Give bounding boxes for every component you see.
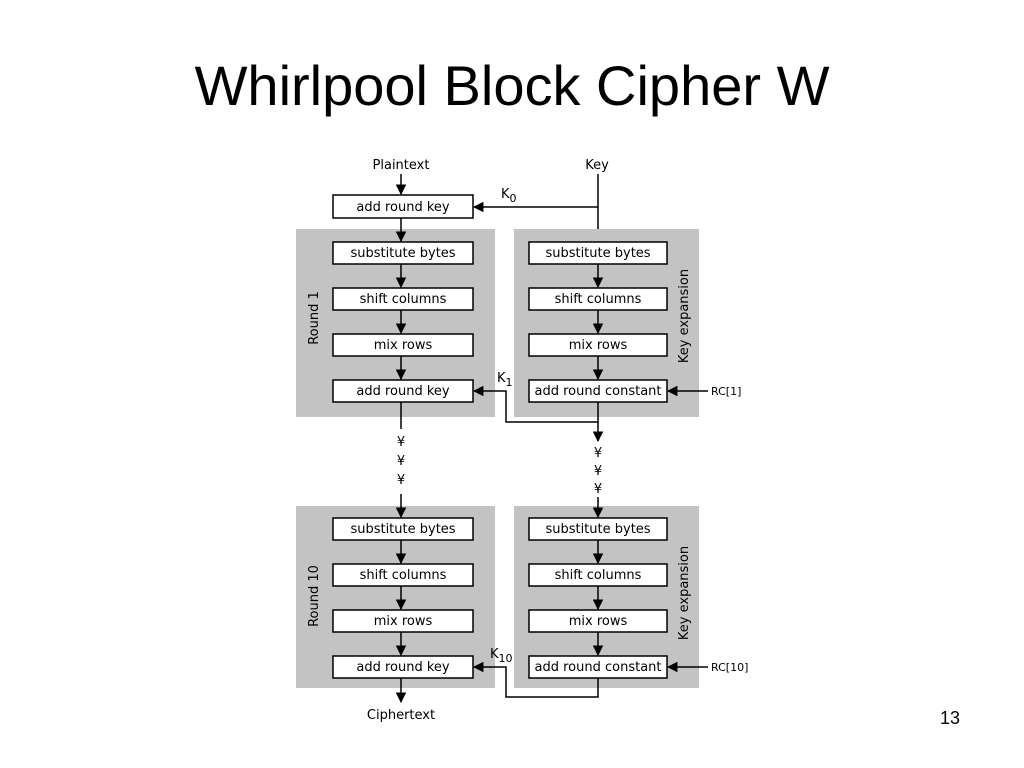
round-1-step-box <box>332 241 474 265</box>
round-10-step-label: mix rows <box>374 614 433 629</box>
rc10-label: RC[10] <box>711 661 748 674</box>
initial-add-round-key-label: add round key <box>356 200 450 215</box>
key-expansion-1-label: Key expansion <box>677 269 692 363</box>
round-10-step-box <box>332 517 474 541</box>
key-expansion-10-label: Key expansion <box>677 546 692 640</box>
key-expansion-1-step-label: mix rows <box>569 338 628 353</box>
k1-label: K1 <box>497 371 513 389</box>
round-10-step-box <box>332 609 474 633</box>
round-1-step-box <box>332 333 474 357</box>
round-10-label: Round 10 <box>307 565 322 627</box>
plaintext-label: Plaintext <box>373 158 430 173</box>
k1-path <box>472 385 599 423</box>
ellipsis-mark: ¥ <box>397 454 405 469</box>
key-expansion-1-step-label: add round constant <box>535 384 662 399</box>
ellipsis-mark: ¥ <box>594 464 602 479</box>
k0-label: K0 <box>501 187 517 205</box>
key-label: Key <box>585 158 609 173</box>
key-expansion-1-step-label: substitute bytes <box>545 246 650 261</box>
key-expansion-10-step-label: shift columns <box>555 568 642 583</box>
key-expansion-10-step-label: add round constant <box>535 660 662 675</box>
round-10-step-label: substitute bytes <box>350 522 455 537</box>
key-expansion-10-step-label: substitute bytes <box>545 522 650 537</box>
ellipsis-mark: ¥ <box>397 473 405 488</box>
round-1-step-label: add round key <box>356 384 450 399</box>
key-expansion-10-step-label: mix rows <box>569 614 628 629</box>
round-1-step-label: shift columns <box>360 292 447 307</box>
round-1-step-box <box>332 287 474 311</box>
ellipsis-mark: ¥ <box>594 446 602 461</box>
slide-title: Whirlpool Block Cipher W <box>194 54 830 117</box>
k10-label: K10 <box>490 647 513 665</box>
key-expansion-1-step-label: shift columns <box>555 292 642 307</box>
round-10-step-label: add round key <box>356 660 450 675</box>
round-10-step-box <box>332 563 474 587</box>
slide-number: 13 <box>939 708 961 728</box>
k10-path <box>472 661 599 698</box>
ciphertext-label: Ciphertext <box>367 708 435 723</box>
ellipsis-mark: ¥ <box>397 435 405 450</box>
round-1-step-label: mix rows <box>374 338 433 353</box>
round-1-step-label: substitute bytes <box>350 246 455 261</box>
round-10-step-label: shift columns <box>360 568 447 583</box>
ellipsis-mark: ¥ <box>594 482 602 497</box>
rc1-label: RC[1] <box>711 385 741 398</box>
round-1-label: Round 1 <box>307 291 322 345</box>
